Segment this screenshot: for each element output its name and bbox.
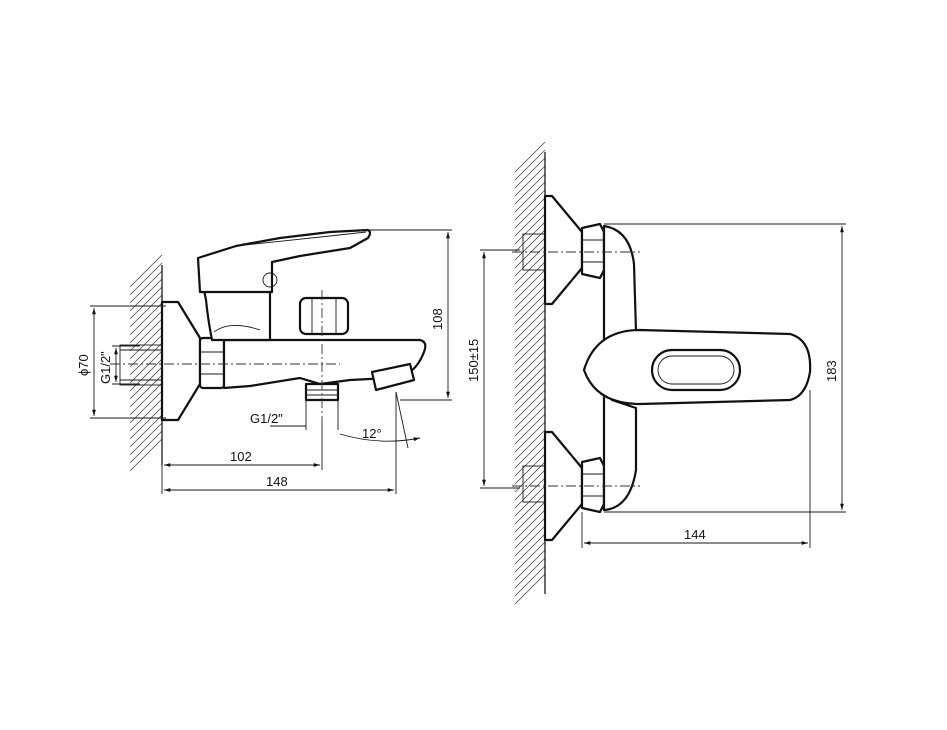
upper-nut: [580, 222, 606, 280]
dim-thread-left: G1/2": [98, 351, 113, 384]
lever-handle-side: [196, 228, 372, 294]
top-view: 150±15 183 144: [466, 141, 846, 605]
diverter-knob: [298, 296, 350, 336]
dim-diameter: ϕ70: [76, 354, 91, 376]
dim-depth-144: 144: [684, 527, 706, 542]
wall-hatch-right: [514, 141, 546, 605]
upper-wall-flange: [543, 194, 584, 306]
side-view: ϕ70 G1/2" 108 G1/2" 12° 102 148: [76, 228, 452, 494]
wall-hatch-left: [129, 254, 163, 472]
dim-height-108: 108: [430, 308, 445, 330]
dim-spacing-150: 150±15: [466, 339, 481, 382]
dim-height-183: 183: [824, 360, 839, 382]
lever-opening: [650, 348, 742, 392]
wall-flange-left: [160, 300, 202, 422]
connection-nut-left: [198, 336, 226, 390]
spout-aerator: [370, 362, 416, 392]
lower-nut: [580, 456, 606, 514]
dim-length-148: 148: [266, 474, 288, 489]
dim-thread-bottom: G1/2": [250, 411, 283, 426]
inlet-pipe-left: [119, 344, 163, 386]
dim-length-102: 102: [230, 449, 252, 464]
cartridge-housing: [202, 288, 272, 342]
dim-angle-12: 12°: [362, 426, 382, 441]
